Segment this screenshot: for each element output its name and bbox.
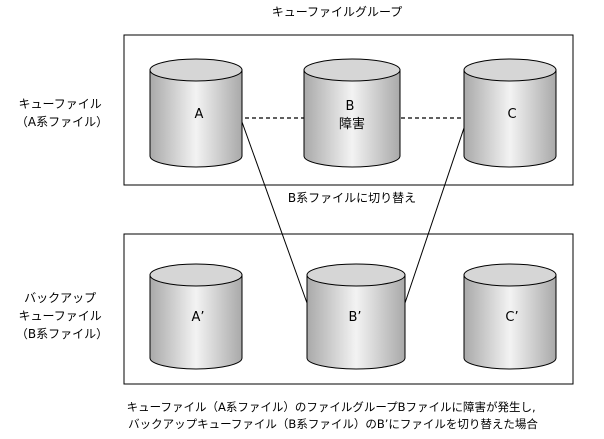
cylinder-a-prime-body bbox=[149, 274, 243, 370]
backup-queue-file-label-line: バックアップ bbox=[24, 291, 96, 305]
cylinder-a-prime: A’ bbox=[149, 263, 243, 370]
switch-line-from-a bbox=[241, 121, 308, 304]
queue-file-label-line: （A系ファイル） bbox=[16, 115, 108, 129]
cylinder-c-top bbox=[463, 58, 557, 82]
queue-file-label: キューファイル （A系ファイル） bbox=[16, 97, 108, 129]
cylinder-a-prime-label: A’ bbox=[191, 310, 204, 325]
cylinder-c-label: C bbox=[507, 107, 516, 122]
cylinder-c: C bbox=[463, 58, 557, 168]
cylinder-b-prime-label: B’ bbox=[348, 310, 361, 325]
switch-label: B系ファイルに切り替え bbox=[288, 191, 416, 205]
cylinder-b-top bbox=[303, 58, 401, 82]
cylinder-b-prime-top bbox=[306, 263, 406, 287]
cylinder-c-body bbox=[463, 69, 557, 168]
cylinder-b-prime-body bbox=[306, 274, 406, 370]
cylinder-a-prime-label-line: A’ bbox=[191, 310, 204, 325]
cylinder-a-top bbox=[149, 58, 243, 82]
cylinder-a-body bbox=[149, 69, 243, 168]
backup-queue-file-group-frame bbox=[123, 233, 574, 385]
backup-queue-file-label-line: （B系ファイル） bbox=[16, 327, 108, 341]
cylinder-c-label-line: C bbox=[507, 107, 516, 122]
queue-file-label-line: キューファイル bbox=[18, 97, 101, 111]
cylinder-c-prime-label-line: C’ bbox=[505, 310, 518, 325]
cylinder-b-label-line: B bbox=[345, 99, 354, 114]
cylinder-b-body bbox=[303, 69, 401, 168]
cylinder-b-failure-label: 障害 bbox=[339, 116, 365, 132]
cylinder-b-prime: B’ bbox=[306, 263, 406, 370]
cylinder-c-prime-top bbox=[463, 263, 557, 287]
caption-line: キューファイル（A系ファイル）のファイルグループBファイルに障害が発生し, bbox=[127, 400, 536, 414]
cylinder-a: A bbox=[149, 58, 243, 168]
cylinder-c-prime-body bbox=[463, 274, 557, 370]
cylinder-c-prime: C’ bbox=[463, 263, 557, 370]
backup-queue-file-label-line: キューファイル bbox=[18, 309, 101, 323]
cylinder-c-prime-label: C’ bbox=[505, 310, 518, 325]
cylinder-b-prime-label-line: B’ bbox=[348, 310, 361, 325]
cylinder-b-failed: B 障害 bbox=[303, 58, 401, 168]
backup-queue-file-label: バックアップ キューファイル （B系ファイル） bbox=[16, 291, 108, 341]
diagram-caption: キューファイル（A系ファイル）のファイルグループBファイルに障害が発生し, バッ… bbox=[127, 400, 540, 431]
switch-line-from-c bbox=[404, 121, 467, 304]
cylinder-a-label: A bbox=[195, 107, 204, 122]
queue-file-group-frame bbox=[123, 34, 574, 186]
cylinder-b-label: B 障害 bbox=[339, 99, 365, 132]
cylinder-a-label-line: A bbox=[195, 107, 204, 122]
diagram-title: キューファイルグループ bbox=[272, 5, 403, 19]
caption-line: バックアップキューファイル（B系ファイル）のB’にファイルを切り替えた場合 bbox=[128, 417, 538, 431]
cylinder-a-prime-top bbox=[149, 263, 243, 287]
